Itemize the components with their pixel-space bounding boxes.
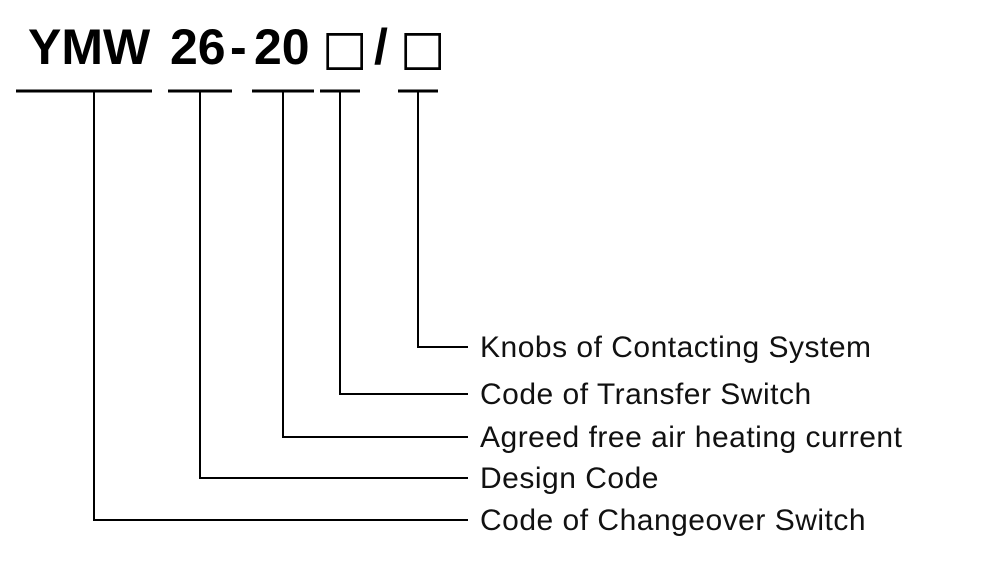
model-design-text: 20 <box>254 19 310 75</box>
callout-agreed-free-air-heating: Agreed free air heating current <box>480 421 903 454</box>
model-series-text: 26 <box>170 19 226 75</box>
callout-design-code: Design Code <box>480 462 659 495</box>
model-dash-text: - <box>230 19 247 75</box>
connector-knobs-of-contacting-system <box>417 91 468 348</box>
model-separator-text: / <box>374 19 388 75</box>
connector-design-code <box>199 91 468 479</box>
model-prefix-text: YMW <box>28 19 151 75</box>
callout-knobs-of-contacting-system: Knobs of Contacting System <box>480 331 872 364</box>
callout-code-of-changeover-switch: Code of Changeover Switch <box>480 504 866 537</box>
connector-agreed-free-air-heating <box>282 91 468 438</box>
model-placeholder1-box: □ <box>322 20 367 76</box>
model-placeholder2-box: □ <box>400 20 445 76</box>
connector-code-of-transfer-switch <box>339 91 468 395</box>
connector-code-of-changeover-switch <box>93 91 468 521</box>
callout-code-of-transfer-switch: Code of Transfer Switch <box>480 378 812 411</box>
